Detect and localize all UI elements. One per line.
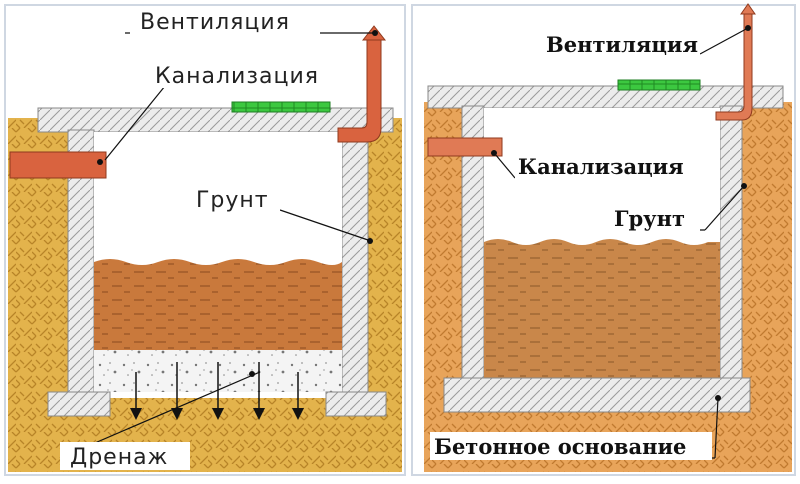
right-wall-right (719, 105, 743, 387)
right-vent-pipe (715, 13, 753, 121)
left-label-soil: Грунт (196, 188, 269, 213)
right-concrete-base (443, 377, 751, 413)
left-label-sewer: Канализация (155, 64, 319, 89)
left-top-slab (37, 107, 394, 133)
right-label-sewer: Канализация (518, 154, 684, 179)
left-wall-right (341, 129, 369, 399)
right-hatch-lid (617, 79, 701, 91)
left-label-ventilation: Вентиляция (140, 10, 290, 35)
left-footing-left (47, 391, 111, 417)
right-label-soil: Грунт (614, 206, 685, 231)
right-label-ventilation: Вентиляция (546, 32, 698, 57)
left-label-drainage: Дренаж (70, 445, 168, 470)
right-sewer-pipe (427, 137, 503, 157)
left-panel: Вентиляция Канализация Грунт Дренаж (4, 4, 406, 476)
drain-arrows (130, 362, 304, 420)
left-vent-pipe (337, 39, 382, 143)
right-label-base: Бетонное основание (434, 434, 686, 459)
right-sludge (484, 239, 720, 378)
left-sewer-pipe (9, 151, 107, 179)
right-top-slab (427, 85, 784, 109)
right-panel: Вентиляция Канализация Грунт Бетонное ос… (411, 3, 796, 476)
left-footing-right (325, 391, 387, 417)
left-sludge (94, 259, 342, 350)
right-vent-cap (740, 3, 756, 15)
left-hatch-lid (231, 101, 331, 113)
